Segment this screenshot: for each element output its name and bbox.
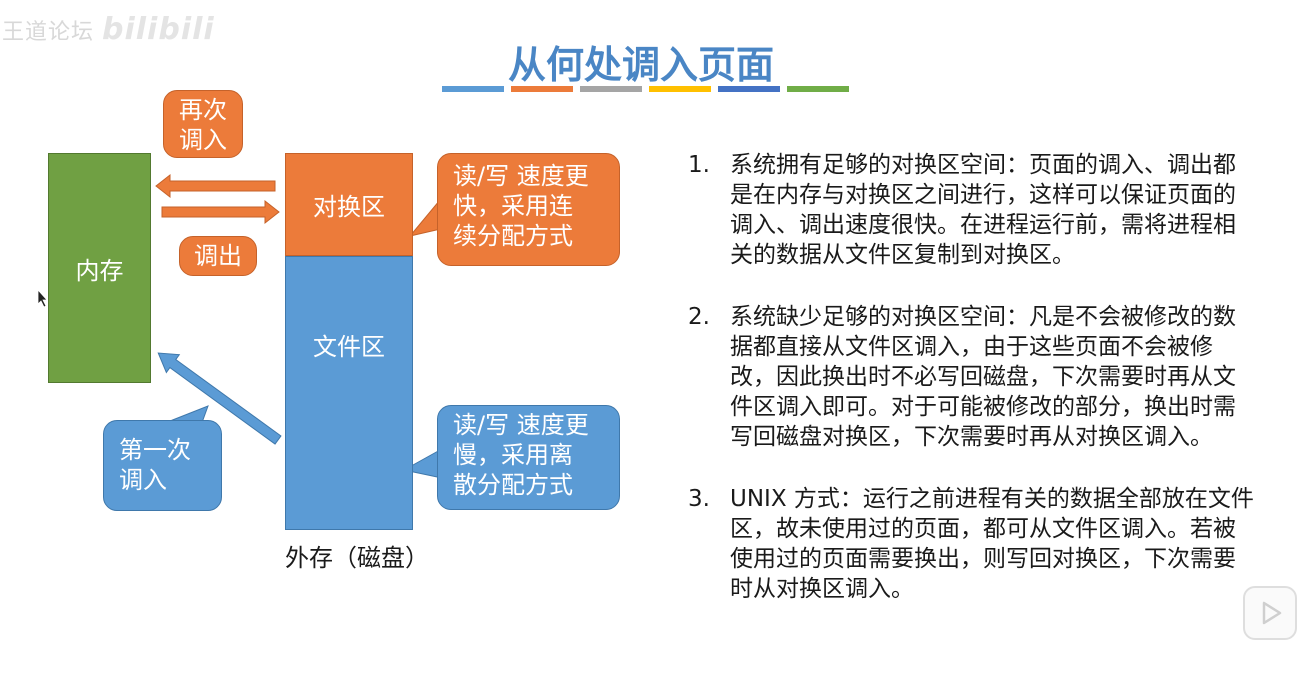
callout-line: 调入 [179, 126, 227, 154]
memory-label: 内存 [75, 256, 124, 285]
callout-line: 调出 [194, 242, 242, 270]
callout-line: 第一次 [119, 436, 191, 464]
swap-area-block: 对换区 [285, 153, 413, 256]
title-color-bar [787, 86, 849, 92]
swap-area-label: 对换区 [313, 193, 385, 221]
callout-line: 散分配方式 [453, 471, 573, 499]
mouse-cursor-icon [37, 288, 48, 308]
title-color-bar [442, 86, 504, 92]
callout-first-load: 第一次 调入 [103, 420, 222, 511]
list-item: 3. UNIX 方式：运行之前进程有关的数据全部放在文件区，故未使用过的页面，都… [688, 484, 1258, 604]
arrow-swap-to-memory [155, 173, 276, 199]
callout-line: 再次 [179, 96, 227, 124]
list-text: 系统缺少足够的对换区空间：凡是不会被修改的数据都直接从文件区调入，由于这些页面不… [730, 304, 1236, 450]
title-color-bar [649, 86, 711, 92]
play-icon [1262, 601, 1282, 625]
list-text: 系统拥有足够的对换区空间：页面的调入、调出都是在内存与对换区之间进行，这样可以保… [730, 152, 1236, 268]
list-text: UNIX 方式：运行之前进程有关的数据全部放在文件区，故未使用过的页面，都可从文… [730, 486, 1254, 602]
list-item: 1. 系统拥有足够的对换区空间：页面的调入、调出都是在内存与对换区之间进行，这样… [688, 150, 1258, 270]
title-color-bar [580, 86, 642, 92]
callout-line: 慢，采用离 [453, 441, 573, 469]
watermark-text: 王道论坛 [2, 20, 95, 45]
file-area-block: 文件区 [285, 256, 413, 530]
list-number: 2. [688, 304, 710, 330]
callout-line: 续分配方式 [453, 222, 573, 250]
play-button[interactable] [1243, 586, 1297, 640]
list-item: 2. 系统缺少足够的对换区空间：凡是不会被修改的数据都直接从文件区调入，由于这些… [688, 302, 1258, 452]
slide-title: 从何处调入页面 [507, 43, 774, 87]
callout-file-speed: 读/写 速度更 慢，采用离 散分配方式 [437, 405, 620, 510]
watermark: 王道论坛 bilibili [2, 12, 215, 47]
title-color-bar [718, 86, 780, 92]
callout-line: 调入 [119, 466, 167, 494]
callout-line: 读/写 速度更 [453, 162, 589, 190]
external-storage-label: 外存（磁盘） [285, 544, 429, 572]
arrow-file-to-memory [157, 352, 282, 445]
file-area-label: 文件区 [313, 333, 385, 361]
callout-line: 快，采用连 [453, 192, 573, 220]
arrow-memory-to-swap [161, 199, 280, 225]
callout-line: 读/写 速度更 [453, 411, 589, 439]
explanation-list: 1. 系统拥有足够的对换区空间：页面的调入、调出都是在内存与对换区之间进行，这样… [688, 150, 1258, 636]
list-number: 1. [688, 152, 710, 178]
callout-load-again: 再次 调入 [163, 90, 243, 158]
title-color-bar [511, 86, 573, 92]
list-number: 3. [688, 486, 710, 512]
bilibili-logo: bilibili [102, 12, 215, 47]
memory-block: 内存 [48, 153, 151, 383]
callout-swap-out: 调出 [179, 236, 257, 276]
callout-swap-speed: 读/写 速度更 快，采用连 续分配方式 [437, 153, 620, 266]
